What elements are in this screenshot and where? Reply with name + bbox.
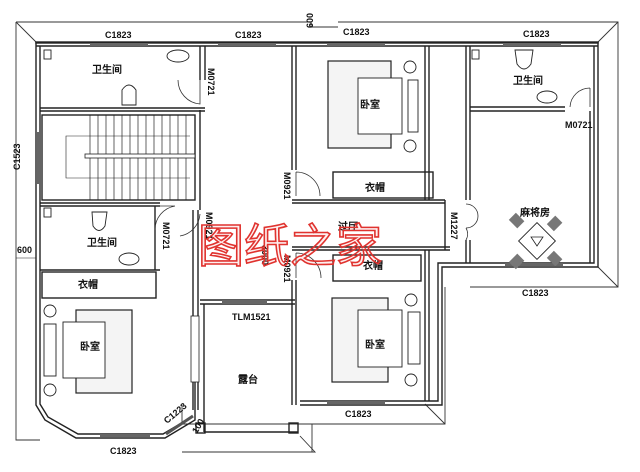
room-labels: 卫生间 卧室 卫生间 衣帽 卫生间 衣帽 衣帽 过厅 麻将房 卧室 卧室 露台: [78, 63, 550, 386]
code-door-bedroom-top: M0921: [282, 172, 292, 200]
watermark-text: 图纸之家: [198, 219, 382, 273]
bed-bottom-center: [331, 293, 421, 387]
watermark: 图纸之家 图纸之家: [197, 218, 383, 274]
code-window-top-4: C1823: [523, 29, 550, 39]
code-door-bedroom-bottom: M0921: [282, 255, 292, 283]
code-window-left: C1523: [12, 143, 22, 170]
code-door-terrace: TLM1521: [232, 312, 271, 322]
code-window-top-1: C1823: [105, 30, 132, 40]
dim-top-offset: 600: [305, 13, 315, 28]
label-bathroom-mid-left: 卫生间: [87, 236, 117, 249]
label-bedroom-bottom-left: 卧室: [80, 340, 100, 353]
windows: [37, 43, 563, 437]
doors: [150, 79, 591, 279]
label-closet-bottom: 衣帽: [363, 259, 383, 272]
label-hall: 过厅: [338, 220, 358, 233]
code-window-top-2: C1823: [235, 30, 262, 40]
dim-left-offset: 600: [17, 245, 32, 255]
dim-hall-width: 3000: [260, 245, 270, 265]
bed-bottom-left: [43, 304, 133, 397]
code-window-bottom-center: C1823: [345, 409, 372, 419]
code-door-mahjong: M1227: [449, 212, 459, 240]
roof-outline: [15, 21, 619, 453]
code-door-bath-top-right: M0721: [565, 120, 593, 130]
mahjong-table: [508, 212, 563, 270]
label-terrace: 露台: [238, 373, 258, 386]
svg-text:图纸之家: 图纸之家: [198, 219, 382, 273]
code-window-bottom-left: C1823: [110, 446, 137, 456]
code-door-bedroom-left: M0921: [204, 212, 214, 240]
label-bedroom-bottom-center: 卧室: [365, 338, 385, 351]
code-labels: C1823 C1823 C1823 C1823 C1823 C1823 C182…: [12, 27, 593, 456]
code-window-mahjong: C1823: [522, 288, 549, 298]
stairs: [65, 115, 196, 200]
label-closet-left: 衣帽: [78, 278, 98, 291]
fixtures: [43, 49, 558, 266]
label-mahjong-room: 麻将房: [519, 206, 550, 219]
code-door-bath-mid-left: M0721: [161, 222, 171, 250]
label-closet-top: 衣帽: [365, 181, 385, 194]
code-door-bath-top-left: M0721: [206, 68, 216, 96]
label-bathroom-top-right: 卫生间: [513, 74, 543, 87]
label-bedroom-top: 卧室: [360, 98, 380, 111]
code-window-top-3: C1823: [343, 27, 370, 37]
label-bathroom-top-left: 卫生间: [92, 63, 122, 76]
bed-top-center: [327, 60, 419, 153]
